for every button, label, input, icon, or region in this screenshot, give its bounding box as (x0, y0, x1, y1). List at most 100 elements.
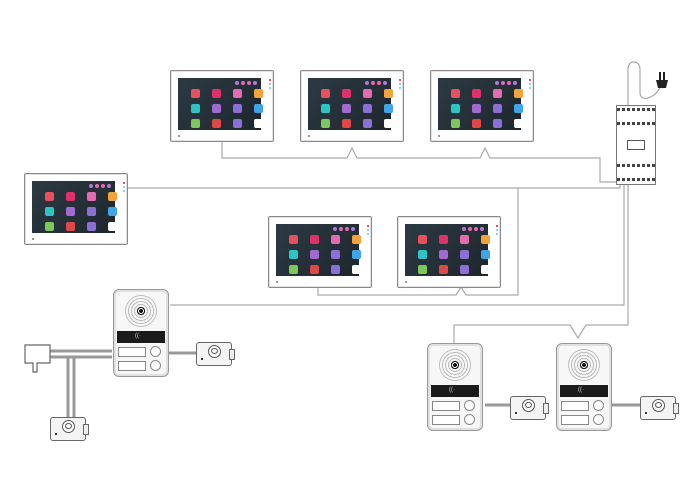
lock-2 (50, 417, 89, 441)
app-tile-icon (451, 119, 460, 128)
app-tile-icon (233, 119, 242, 128)
status-dot (371, 81, 375, 85)
app-grid (289, 235, 361, 274)
led (529, 83, 531, 85)
status-dots (235, 81, 257, 85)
led (496, 233, 498, 235)
app-tile-icon (451, 89, 460, 98)
status-dot (333, 227, 337, 231)
rfid-icon: ((· (578, 387, 584, 393)
led (269, 79, 271, 81)
rfid-panel: ((· (560, 385, 608, 397)
app-tile-icon (254, 89, 263, 98)
app-tile-icon (233, 104, 242, 113)
app-tile-icon (451, 104, 460, 113)
app-tile-icon (481, 250, 490, 259)
led (399, 83, 401, 85)
status-dot (495, 81, 499, 85)
app-tile-icon (493, 104, 502, 113)
app-tile-icon (384, 89, 393, 98)
lock-cylinder-icon (62, 420, 75, 433)
monitor-6 (397, 216, 501, 288)
app-tile-icon (418, 250, 427, 259)
app-tile-icon (331, 250, 340, 259)
led (367, 229, 369, 231)
led (367, 225, 369, 227)
led (529, 87, 531, 89)
app-tile-icon (191, 119, 200, 128)
led (496, 225, 498, 227)
app-tile-icon (108, 207, 117, 216)
door-station-3: ((· (556, 343, 612, 431)
camera-speaker-icon (568, 349, 600, 381)
mic-icon (308, 135, 310, 137)
rfid-panel: ((· (431, 385, 479, 397)
monitor-5 (268, 216, 372, 288)
app-tile-icon (310, 250, 319, 259)
app-tile-icon (472, 89, 481, 98)
app-tile-icon (212, 89, 221, 98)
status-dot (383, 81, 387, 85)
app-tile-icon (460, 235, 469, 244)
power-supply (616, 105, 656, 185)
app-tile-icon (481, 265, 490, 274)
app-tile-icon (352, 265, 361, 274)
app-tile-icon (363, 89, 372, 98)
mic-icon (32, 238, 34, 240)
monitor-3 (430, 70, 534, 142)
app-tile-icon (514, 104, 523, 113)
call-button (593, 414, 604, 425)
app-grid (191, 89, 263, 128)
call-button (150, 360, 161, 371)
app-tile-icon (384, 119, 393, 128)
status-dot (89, 184, 93, 188)
app-tile-icon (289, 235, 298, 244)
app-tile-icon (108, 192, 117, 201)
app-tile-icon (191, 89, 200, 98)
monitor-2 (300, 70, 404, 142)
status-dots (365, 81, 387, 85)
app-tile-icon (493, 119, 502, 128)
app-tile-icon (254, 119, 263, 128)
status-dot (101, 184, 105, 188)
status-dot (235, 81, 239, 85)
status-dot (501, 81, 505, 85)
app-tile-icon (66, 222, 75, 231)
psu-window (627, 140, 645, 150)
app-tile-icon (363, 119, 372, 128)
status-dot (462, 227, 466, 231)
mic-icon (276, 281, 278, 283)
indicator-leds (529, 79, 531, 89)
app-tile-icon (460, 250, 469, 259)
monitor-screen (405, 224, 490, 276)
indicator-leds (399, 79, 401, 89)
monitor-screen (308, 78, 393, 130)
app-tile-icon (514, 119, 523, 128)
lock-cylinder-icon (652, 399, 665, 412)
app-tile-icon (191, 104, 200, 113)
status-dot (365, 81, 369, 85)
led (367, 233, 369, 235)
app-tile-icon (493, 89, 502, 98)
call-button (593, 400, 604, 411)
app-tile-icon (342, 119, 351, 128)
app-tile-icon (342, 89, 351, 98)
wire-top-bus (221, 142, 616, 183)
led (123, 182, 125, 184)
status-dot (351, 227, 355, 231)
status-dot (468, 227, 472, 231)
status-dot (95, 184, 99, 188)
app-tile-icon (439, 265, 448, 274)
app-tile-icon (418, 265, 427, 274)
rfid-icon: ((· (449, 387, 455, 393)
app-tile-icon (212, 119, 221, 128)
app-tile-icon (87, 207, 96, 216)
power-cord (627, 61, 663, 105)
indicator-leds (496, 225, 498, 235)
wire-door-2-3 (453, 183, 629, 343)
app-tile-icon (310, 265, 319, 274)
monitor-1 (170, 70, 274, 142)
door-station-2: ((· (427, 343, 483, 431)
app-tile-icon (45, 192, 54, 201)
